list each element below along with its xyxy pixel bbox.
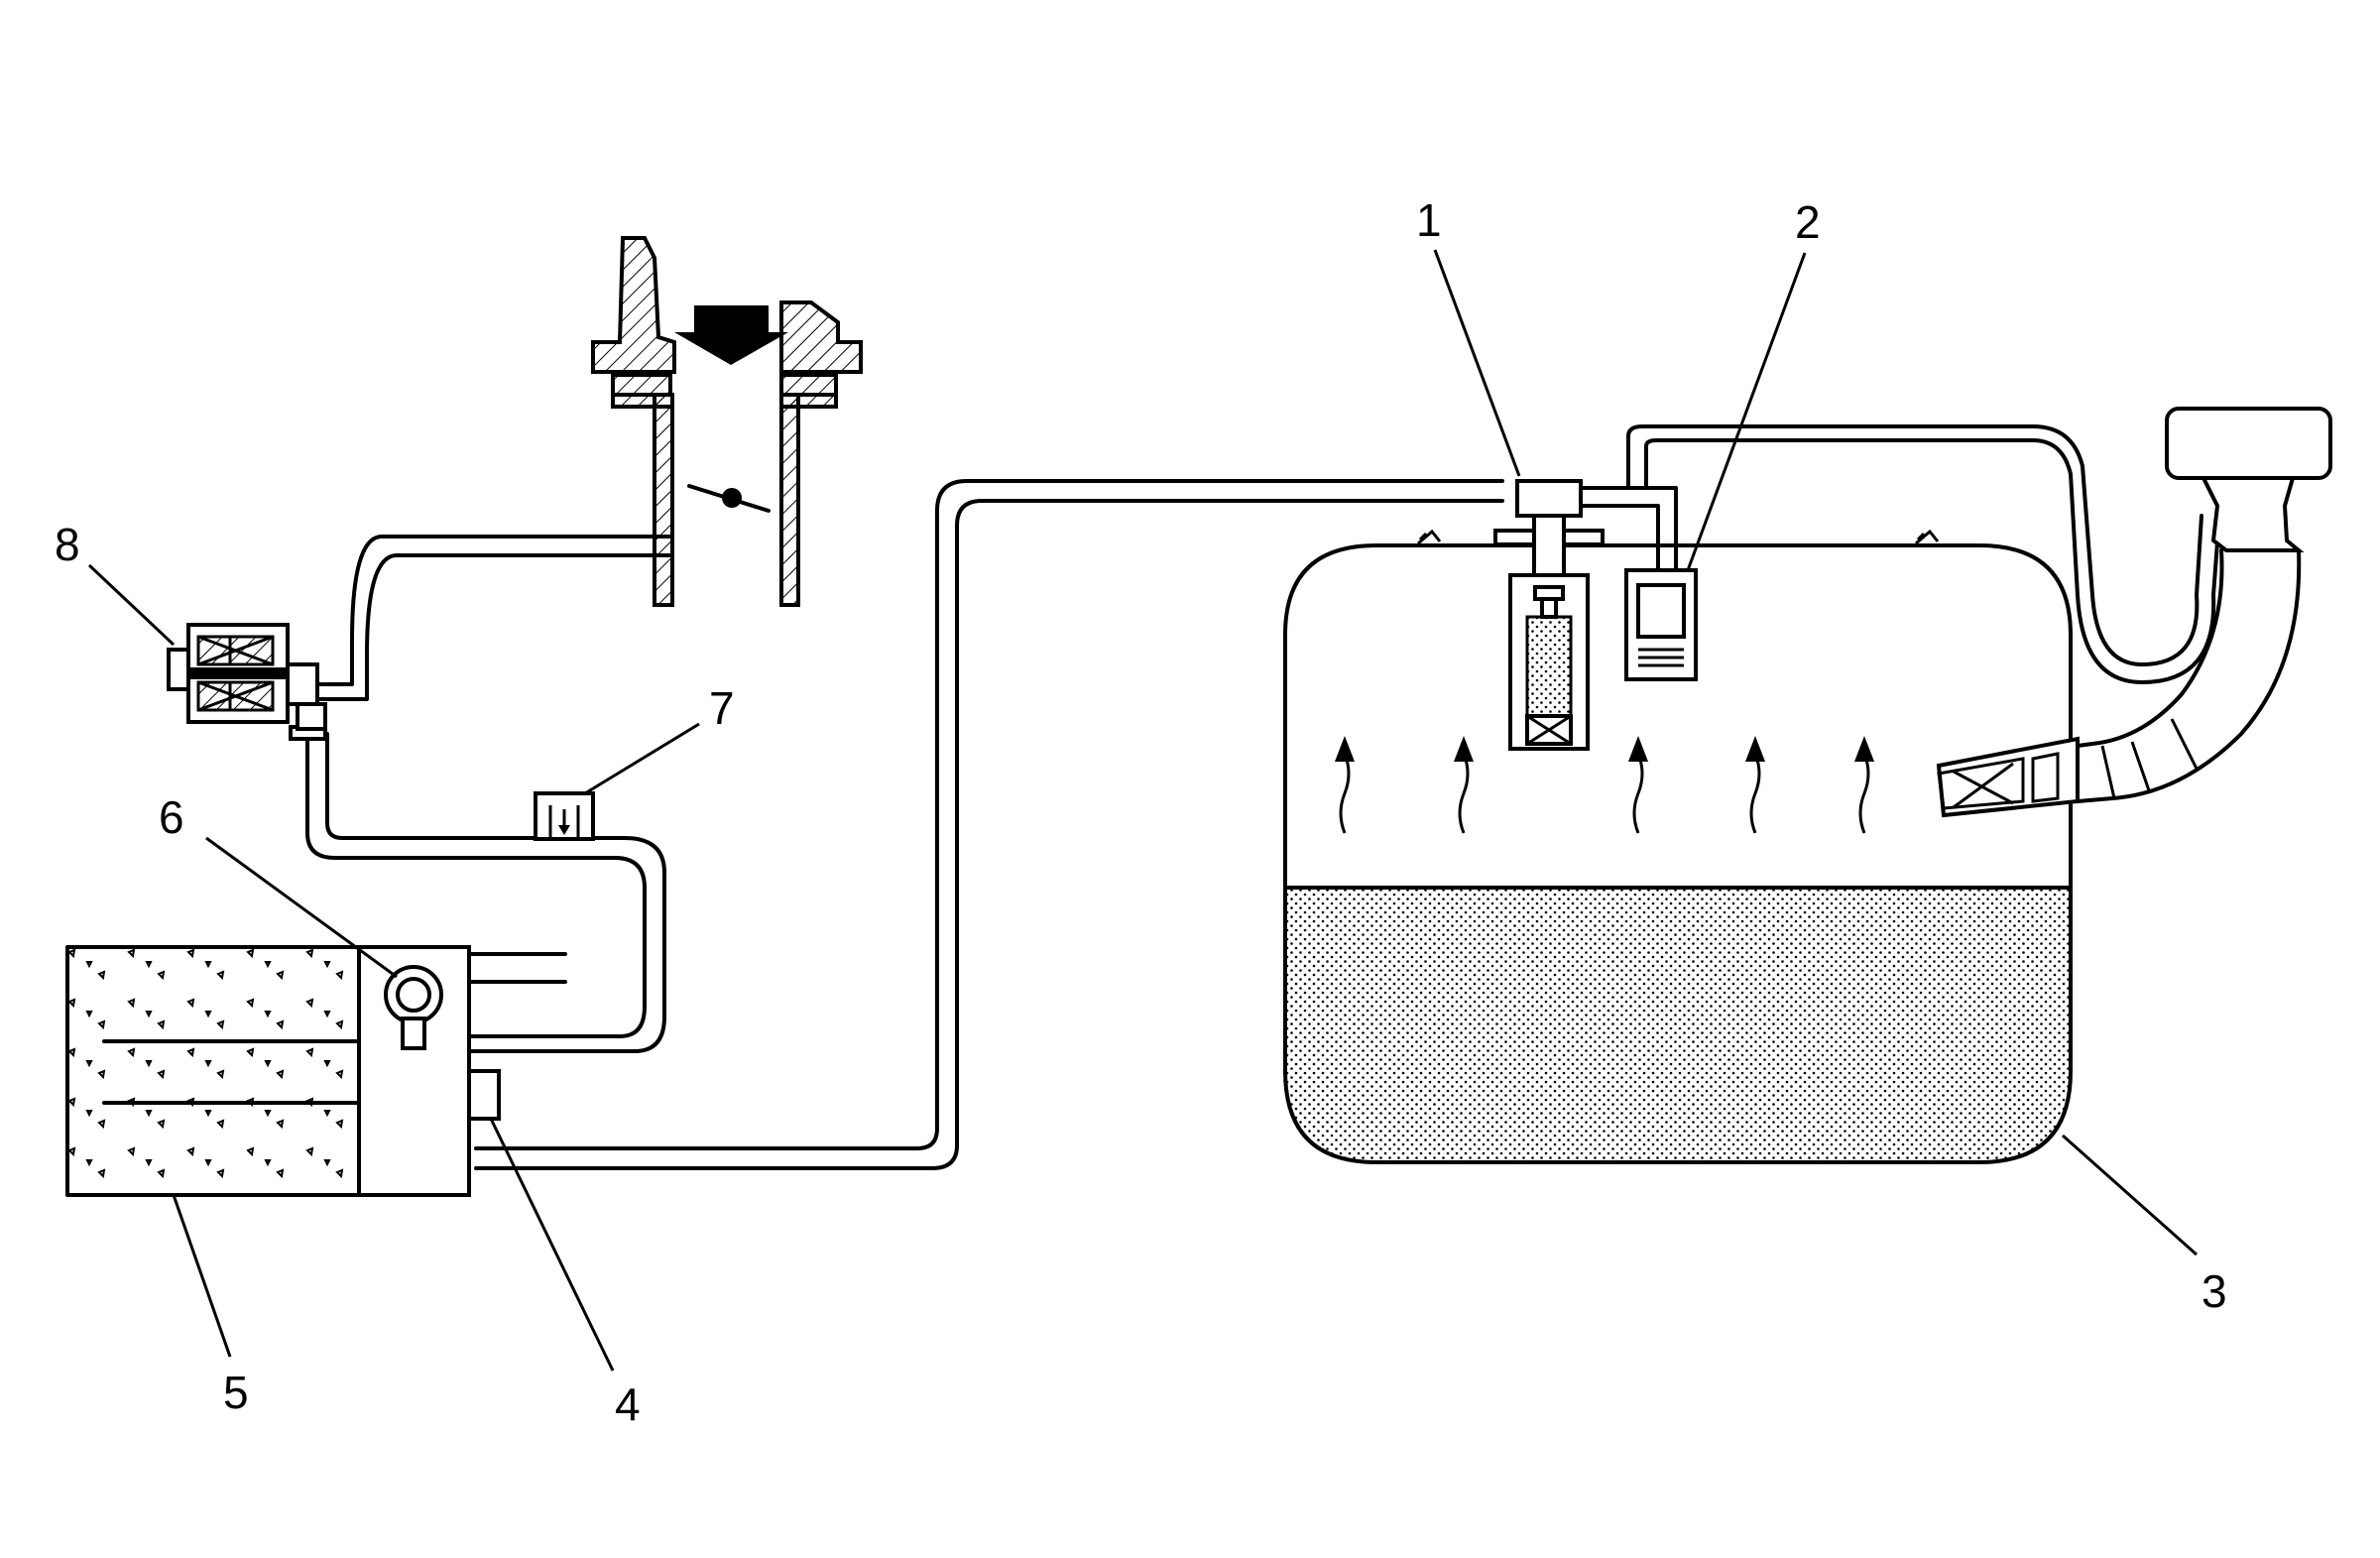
- vapor-arrows: [1335, 736, 1874, 834]
- callout-5: 5: [223, 1367, 249, 1418]
- callout-8: 8: [55, 519, 80, 570]
- callout-leaders: [87, 249, 2198, 1372]
- purge-line: [305, 727, 647, 1038]
- purge-solenoid: [167, 535, 671, 731]
- callout-7: 7: [709, 682, 735, 734]
- callout-3: 3: [2202, 1265, 2227, 1317]
- vent-line-upper: [1626, 424, 2203, 666]
- callout-6: 6: [159, 791, 184, 843]
- purge-valve-7: [534, 791, 595, 841]
- evap-canister: [65, 945, 567, 1197]
- throttle-body: [591, 236, 863, 607]
- tank-sensor: [1624, 568, 1698, 681]
- fuel-liquid: [1285, 888, 2071, 1162]
- vent-valve: [1493, 479, 1678, 751]
- callout-4: 4: [615, 1378, 641, 1430]
- callout-2: 2: [1795, 196, 1821, 248]
- callout-1: 1: [1416, 194, 1442, 246]
- fuel-tank: [1283, 529, 2073, 1164]
- filler-neck: [1936, 407, 2332, 818]
- callout-labels: 1 2 3 4 5 6 7 8: [55, 194, 2227, 1430]
- vapor-line: [474, 479, 1504, 1150]
